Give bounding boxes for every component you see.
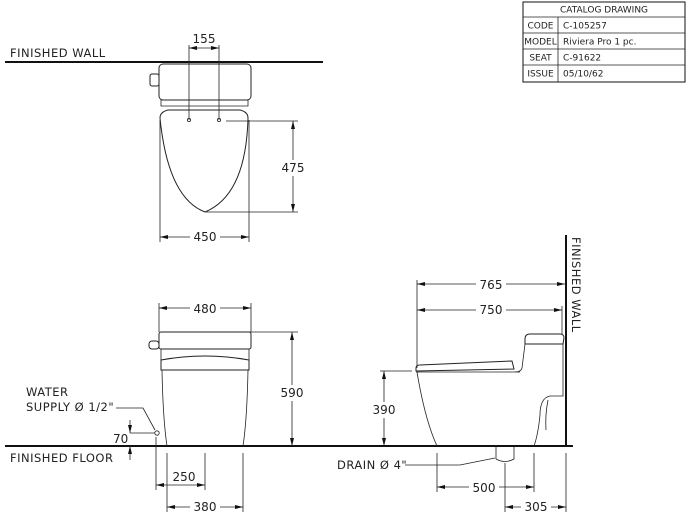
dim-seat-length: 750 (480, 303, 503, 317)
code-value: C-105257 (563, 22, 607, 32)
water-supply-label-line2: SUPPLY Ø 1/2" (26, 400, 114, 414)
title-block-header: CATALOG DRAWING (560, 6, 648, 16)
dim-seat-height: 390 (373, 403, 396, 417)
dim-base-width: 380 (194, 500, 217, 514)
dim-tank-width: 480 (194, 302, 217, 316)
dim-hole-spacing: 155 (193, 32, 216, 46)
code-label: CODE (528, 22, 554, 32)
issue-label: ISSUE (527, 70, 554, 80)
model-value: Riviera Pro 1 pc. (563, 38, 636, 48)
dim-rough-in: 305 (525, 500, 548, 514)
dim-supply-offset: 250 (173, 470, 196, 484)
issue-value: 05/10/62 (563, 70, 603, 80)
seat-value: C-91622 (563, 54, 601, 64)
finished-wall-label-top: FINISHED WALL (10, 46, 106, 60)
dim-overall-length: 765 (480, 278, 503, 292)
dim-height: 590 (281, 386, 304, 400)
drain-icon (495, 447, 515, 462)
drain-label: DRAIN Ø 4" (337, 458, 407, 472)
dim-bowl-length: 475 (282, 161, 305, 175)
model-label: MODEL (524, 38, 556, 48)
finished-floor-label: FINISHED FLOOR (10, 451, 113, 465)
dim-supply-height: 70 (113, 432, 128, 446)
finished-wall-label-side: FINISHED WALL (569, 237, 583, 333)
dim-width: 450 (194, 230, 217, 244)
seat-label: SEAT (529, 54, 552, 64)
side-view: FINISHED WALL 765 750 390 DRAIN Ø 4" (337, 235, 583, 515)
dim-base-length: 500 (473, 481, 496, 495)
front-view: FINISHED FLOOR 480 590 WATER SUPPLY Ø 1/… (5, 300, 573, 515)
water-supply-label-line1: WATER (26, 385, 69, 399)
title-block: CATALOG DRAWING CODE C-105257 MODEL Rivi… (522, 1, 686, 83)
water-supply-icon (154, 430, 160, 436)
top-view: FINISHED WALL 155 475 450 (5, 32, 323, 245)
